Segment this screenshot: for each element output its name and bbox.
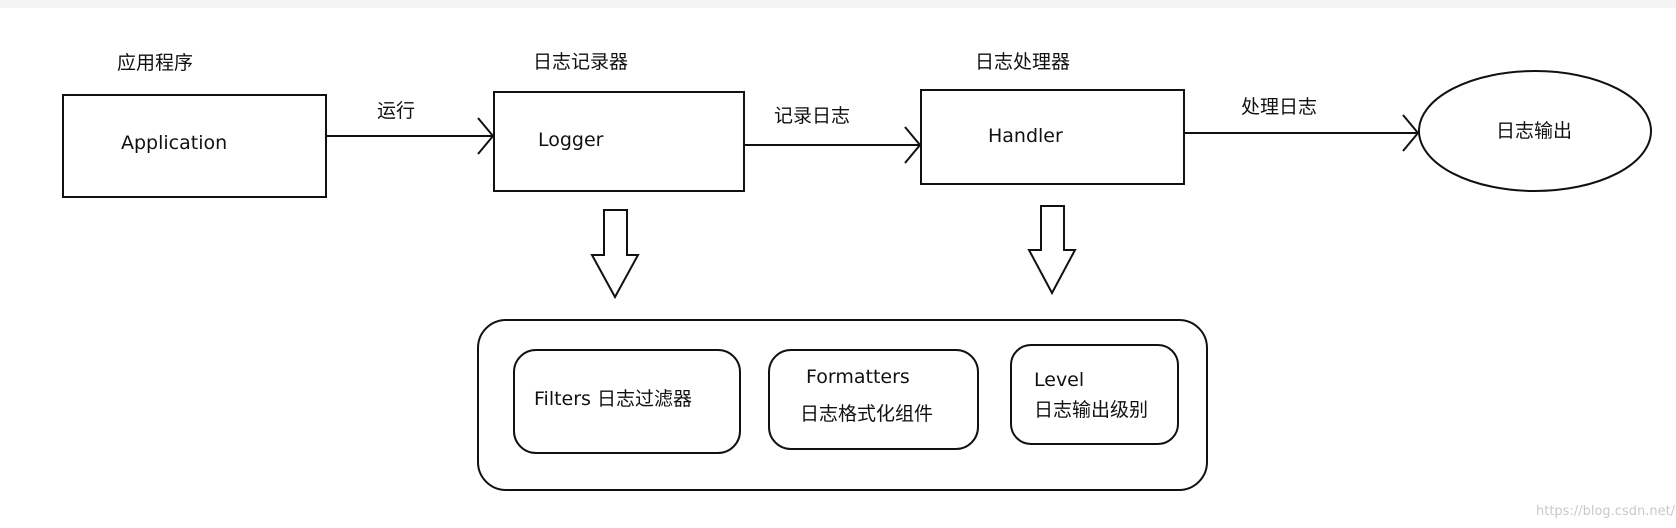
logger-label: Logger [538, 129, 604, 151]
handler-header: 日志处理器 [975, 51, 1071, 73]
down-arrow-handler [1027, 205, 1077, 296]
application-label: Application [121, 132, 228, 154]
level-label: Level [1034, 369, 1085, 391]
formatters-desc: 日志格式化组件 [800, 403, 934, 425]
formatters-label: Formatters [806, 366, 910, 388]
edge-label-record-log: 记录日志 [774, 105, 851, 127]
filters-label: Filters 日志过滤器 [534, 388, 692, 410]
formatters-box [768, 349, 979, 450]
arrow-handle-head [1402, 114, 1420, 152]
handler-box [920, 89, 1185, 185]
application-header: 应用程序 [117, 52, 194, 74]
level-box [1010, 344, 1179, 445]
edge-label-handle-log: 处理日志 [1241, 96, 1318, 118]
arrow-run-head [477, 117, 495, 155]
components-container [477, 319, 1208, 491]
logger-header: 日志记录器 [533, 51, 629, 73]
filters-box [513, 349, 741, 454]
output-ellipse [1418, 70, 1652, 192]
down-arrow-logger [590, 209, 640, 300]
watermark-text: https://blog.csdn.net/py [1536, 504, 1676, 519]
handler-label: Handler [988, 125, 1063, 147]
arrow-record-head [904, 126, 922, 164]
edge-label-run: 运行 [377, 100, 416, 122]
level-desc: 日志输出级别 [1034, 399, 1149, 421]
logger-box [493, 91, 745, 192]
application-box [62, 94, 327, 198]
top-strip [0, 0, 1676, 8]
output-label: 日志输出 [1496, 120, 1573, 142]
